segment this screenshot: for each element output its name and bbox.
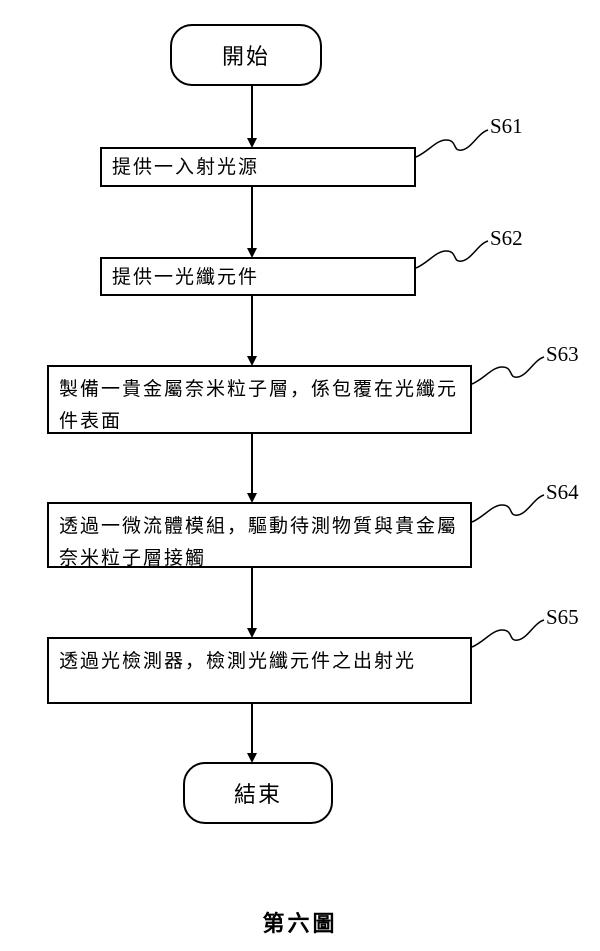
step-s63-text: 製備一貴金屬奈米粒子層，係包覆在光纖元件表面 <box>59 378 459 432</box>
step-s61-text: 提供一入射光源 <box>112 156 260 178</box>
step-s62-label: S62 <box>490 226 523 250</box>
figure-caption: 第六圖 <box>262 912 338 937</box>
end-terminal: 結束 <box>183 762 333 824</box>
step-s63-label: S63 <box>546 342 579 366</box>
leader-s64 <box>471 494 545 523</box>
step-s61-box: 提供一入射光源 <box>100 147 416 187</box>
leader-s61 <box>415 129 489 158</box>
step-s61-label: S61 <box>490 114 523 138</box>
step-s64-box: 透過一微流體模組，驅動待測物質與貴金屬奈米粒子層接觸 <box>47 502 472 569</box>
step-s64-label: S64 <box>546 480 579 504</box>
leader-s62 <box>415 240 489 269</box>
step-s63-box: 製備一貴金屬奈米粒子層，係包覆在光纖元件表面 <box>47 365 472 434</box>
step-s65-label: S65 <box>546 605 579 629</box>
leader-s63 <box>471 356 545 385</box>
step-s64-text: 透過一微流體模組，驅動待測物質與貴金屬奈米粒子層接觸 <box>59 515 459 569</box>
step-s65-box: 透過光檢測器，檢測光纖元件之出射光 <box>47 637 472 704</box>
step-s62-box: 提供一光纖元件 <box>100 257 416 296</box>
start-label: 開始 <box>221 45 270 70</box>
step-s65-text: 透過光檢測器，檢測光纖元件之出射光 <box>59 650 417 672</box>
start-terminal: 開始 <box>170 24 322 86</box>
step-s62-text: 提供一光纖元件 <box>112 265 260 288</box>
end-label: 結束 <box>233 783 282 808</box>
leader-s65 <box>471 619 545 648</box>
